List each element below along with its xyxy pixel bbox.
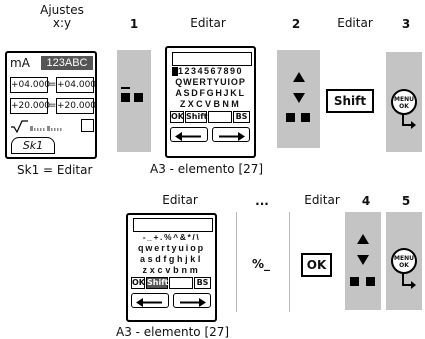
unit-label: mA [10,56,30,70]
right-arrow-icon [180,298,206,307]
space-key[interactable] [208,111,232,123]
divider [289,212,290,312]
shift-button[interactable]: Shift [326,89,374,113]
key-square [366,277,375,286]
text-entry-field[interactable] [133,218,213,232]
step-number-1: 1 [129,17,139,31]
left-arrow-button[interactable] [131,293,169,308]
symbol-input-preview: %_ [252,257,271,271]
caption-sk1: Sk1 = Editar [17,163,93,177]
step-number-4: 4 [361,194,371,208]
return-arrow-icon [402,274,416,289]
range-low-output[interactable]: +04.000 [56,77,96,93]
right-arrow-button[interactable] [173,293,211,308]
editar-header-2: Editar [337,16,373,30]
return-arrow-icon [402,114,416,129]
range-high-input[interactable]: +20.000 [10,98,50,114]
check-box[interactable] [81,119,94,132]
editar-header-4: Editar [304,193,340,207]
up-down-triangles-icon [357,234,369,265]
editar-header-3: Editar [162,193,198,207]
ellipsis: ... [255,194,269,208]
key-square [286,113,295,122]
softkey-sk1[interactable]: Sk1 [11,137,55,154]
keyboard-uppercase: 1234567890 QWERTYUIOP ASDFGHJKL ZXCVBNM … [165,46,256,158]
keyboard-row-2[interactable]: asdfghjkl [140,254,203,264]
equals-sign: = [48,100,57,111]
equals-sign: = [48,79,57,90]
key-square [301,113,310,122]
left-arrow-icon [175,132,201,141]
caption-a3-element-2: A3 - elemento [27] [116,325,230,339]
ok-key[interactable]: OK [170,111,184,123]
range-low-input[interactable]: +04.000 [10,77,50,93]
selection-highlight [172,67,178,76]
step-number-3: 3 [401,17,411,31]
key-square [134,93,143,102]
keyboard-lowercase: -_+.%^&*/\ qwertyuiop asdfghjkl zxcvbnm … [126,213,217,322]
shift-key-active[interactable]: Shift [146,277,169,289]
right-arrow-button[interactable] [212,127,250,142]
keyboard-row-1[interactable]: qwertyuiop [137,243,205,253]
step-number-5: 5 [401,194,411,208]
shift-key[interactable]: Shift [185,111,208,123]
keyboard-row-1[interactable]: QWERTYUIOP [175,77,246,87]
keyboard-row-symbols[interactable]: -_+.%^&*/\ [142,232,201,242]
key-square [121,93,130,102]
space-key[interactable] [169,277,193,289]
backspace-key[interactable]: BS [233,111,250,123]
input-mode-badge: 123ABC [41,56,93,70]
step2-panel [277,50,320,148]
ok-button[interactable]: OK [301,253,332,277]
keyboard-row-2[interactable]: ASDFGHJKL [175,88,246,98]
settings-device-screen: mA 123ABC +04.000 = +04.000 +20.000 = +2… [5,51,97,159]
ajustes-header: Ajustes x:y [40,3,84,30]
keyboard-row-3[interactable]: ZXCVBNM [179,99,242,109]
up-down-triangles-icon [293,72,305,103]
square-root-icon [11,120,62,133]
range-high-output[interactable]: +20.000 [56,98,96,114]
backspace-key[interactable]: BS [194,277,211,289]
key-square [350,277,359,286]
left-arrow-icon [136,298,162,307]
right-arrow-icon [219,132,245,141]
step4-panel [345,212,381,310]
underline-cursor [121,87,130,89]
left-arrow-button[interactable] [170,127,208,142]
divider [236,212,237,312]
keyboard-row-3[interactable]: zxcvbnm [142,265,201,275]
editar-header-1: Editar [190,16,226,30]
ok-key[interactable]: OK [131,277,145,289]
step1-panel [117,50,151,152]
keyboard-row-digits[interactable]: 1234567890 [177,66,244,76]
step-number-2: 2 [291,17,301,31]
caption-a3-element: A3 - elemento [27] [150,162,264,176]
text-entry-field[interactable] [172,52,252,66]
